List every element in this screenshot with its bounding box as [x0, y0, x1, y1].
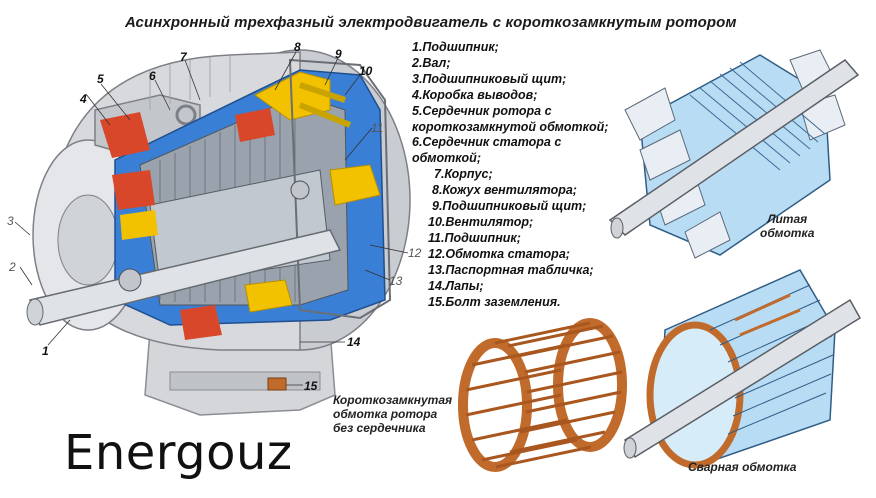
legend-item: 12.Обмотка статора;	[428, 246, 570, 261]
legend-item: 5.Сердечник ротора с	[412, 103, 552, 118]
fan-cover	[288, 58, 392, 320]
callout-15: 15	[304, 379, 318, 393]
callout-3: 3	[7, 214, 14, 228]
callout-14: 14	[347, 335, 361, 349]
eye-bolt	[175, 104, 197, 126]
callout-12: 12	[408, 246, 422, 260]
legend-item: 8.Кожух вентилятора;	[432, 183, 577, 198]
stator-winding-yellow	[120, 210, 158, 240]
callout-13: 13	[389, 274, 403, 288]
legend-item: 10.Вентилятор;	[428, 214, 534, 229]
legend-item: 9.Подшипниковый щит;	[432, 199, 587, 214]
callout-2: 2	[9, 260, 16, 274]
callout-1: 1	[42, 344, 49, 358]
callout-9: 9	[335, 47, 342, 61]
caption-squirrel-cage: Короткозамкнутая обмотка ротора без серд…	[333, 393, 453, 435]
callout-10: 10	[359, 64, 373, 78]
legend-item: 11.Подшипник;	[428, 230, 521, 245]
cutaway-motor	[14, 49, 411, 416]
legend-item: обмоткой;	[412, 151, 481, 166]
squirrel-cage-illustration	[458, 318, 627, 472]
bearing-rear	[290, 180, 310, 200]
caption-cast-winding: Литая обмотка	[760, 212, 815, 240]
brand-watermark: Energouz	[64, 425, 293, 481]
caption-welded-winding: Сварная обмотка	[688, 460, 797, 474]
parts-legend: 1.Подшипник; 2.Вал; 3.Подшипниковый щит;…	[412, 40, 662, 310]
legend-item: 15.Болт заземления.	[428, 294, 561, 309]
cast-rotor-illustration	[608, 49, 860, 259]
callout-11: 11	[371, 121, 384, 135]
welded-rotor-illustration	[623, 269, 862, 469]
callout-7: 7	[180, 50, 187, 64]
legend-item: 2.Вал;	[412, 55, 451, 70]
stator-winding-red	[100, 112, 150, 158]
grounding-bolt	[267, 377, 287, 391]
legend-item: 13.Паспортная табличка;	[428, 262, 594, 277]
bearing-front	[118, 268, 142, 292]
callout-5: 5	[97, 72, 104, 86]
legend-item: 6.Сердечник статора с	[412, 135, 562, 150]
legend-item: 7.Корпус;	[434, 167, 493, 182]
callout-6: 6	[149, 69, 156, 83]
legend-item: короткозамкнутой обмоткой;	[412, 119, 609, 134]
diagram-title: Асинхронный трехфазный электродвигатель …	[125, 14, 737, 31]
callout-4: 4	[80, 92, 87, 106]
legend-item: 3.Подшипниковый щит;	[412, 71, 567, 86]
legend-item: 14.Лапы;	[428, 278, 484, 293]
callout-8: 8	[294, 40, 301, 54]
legend-item: 4.Коробка выводов;	[412, 87, 538, 102]
legend-item: 1.Подшипник;	[412, 40, 499, 54]
